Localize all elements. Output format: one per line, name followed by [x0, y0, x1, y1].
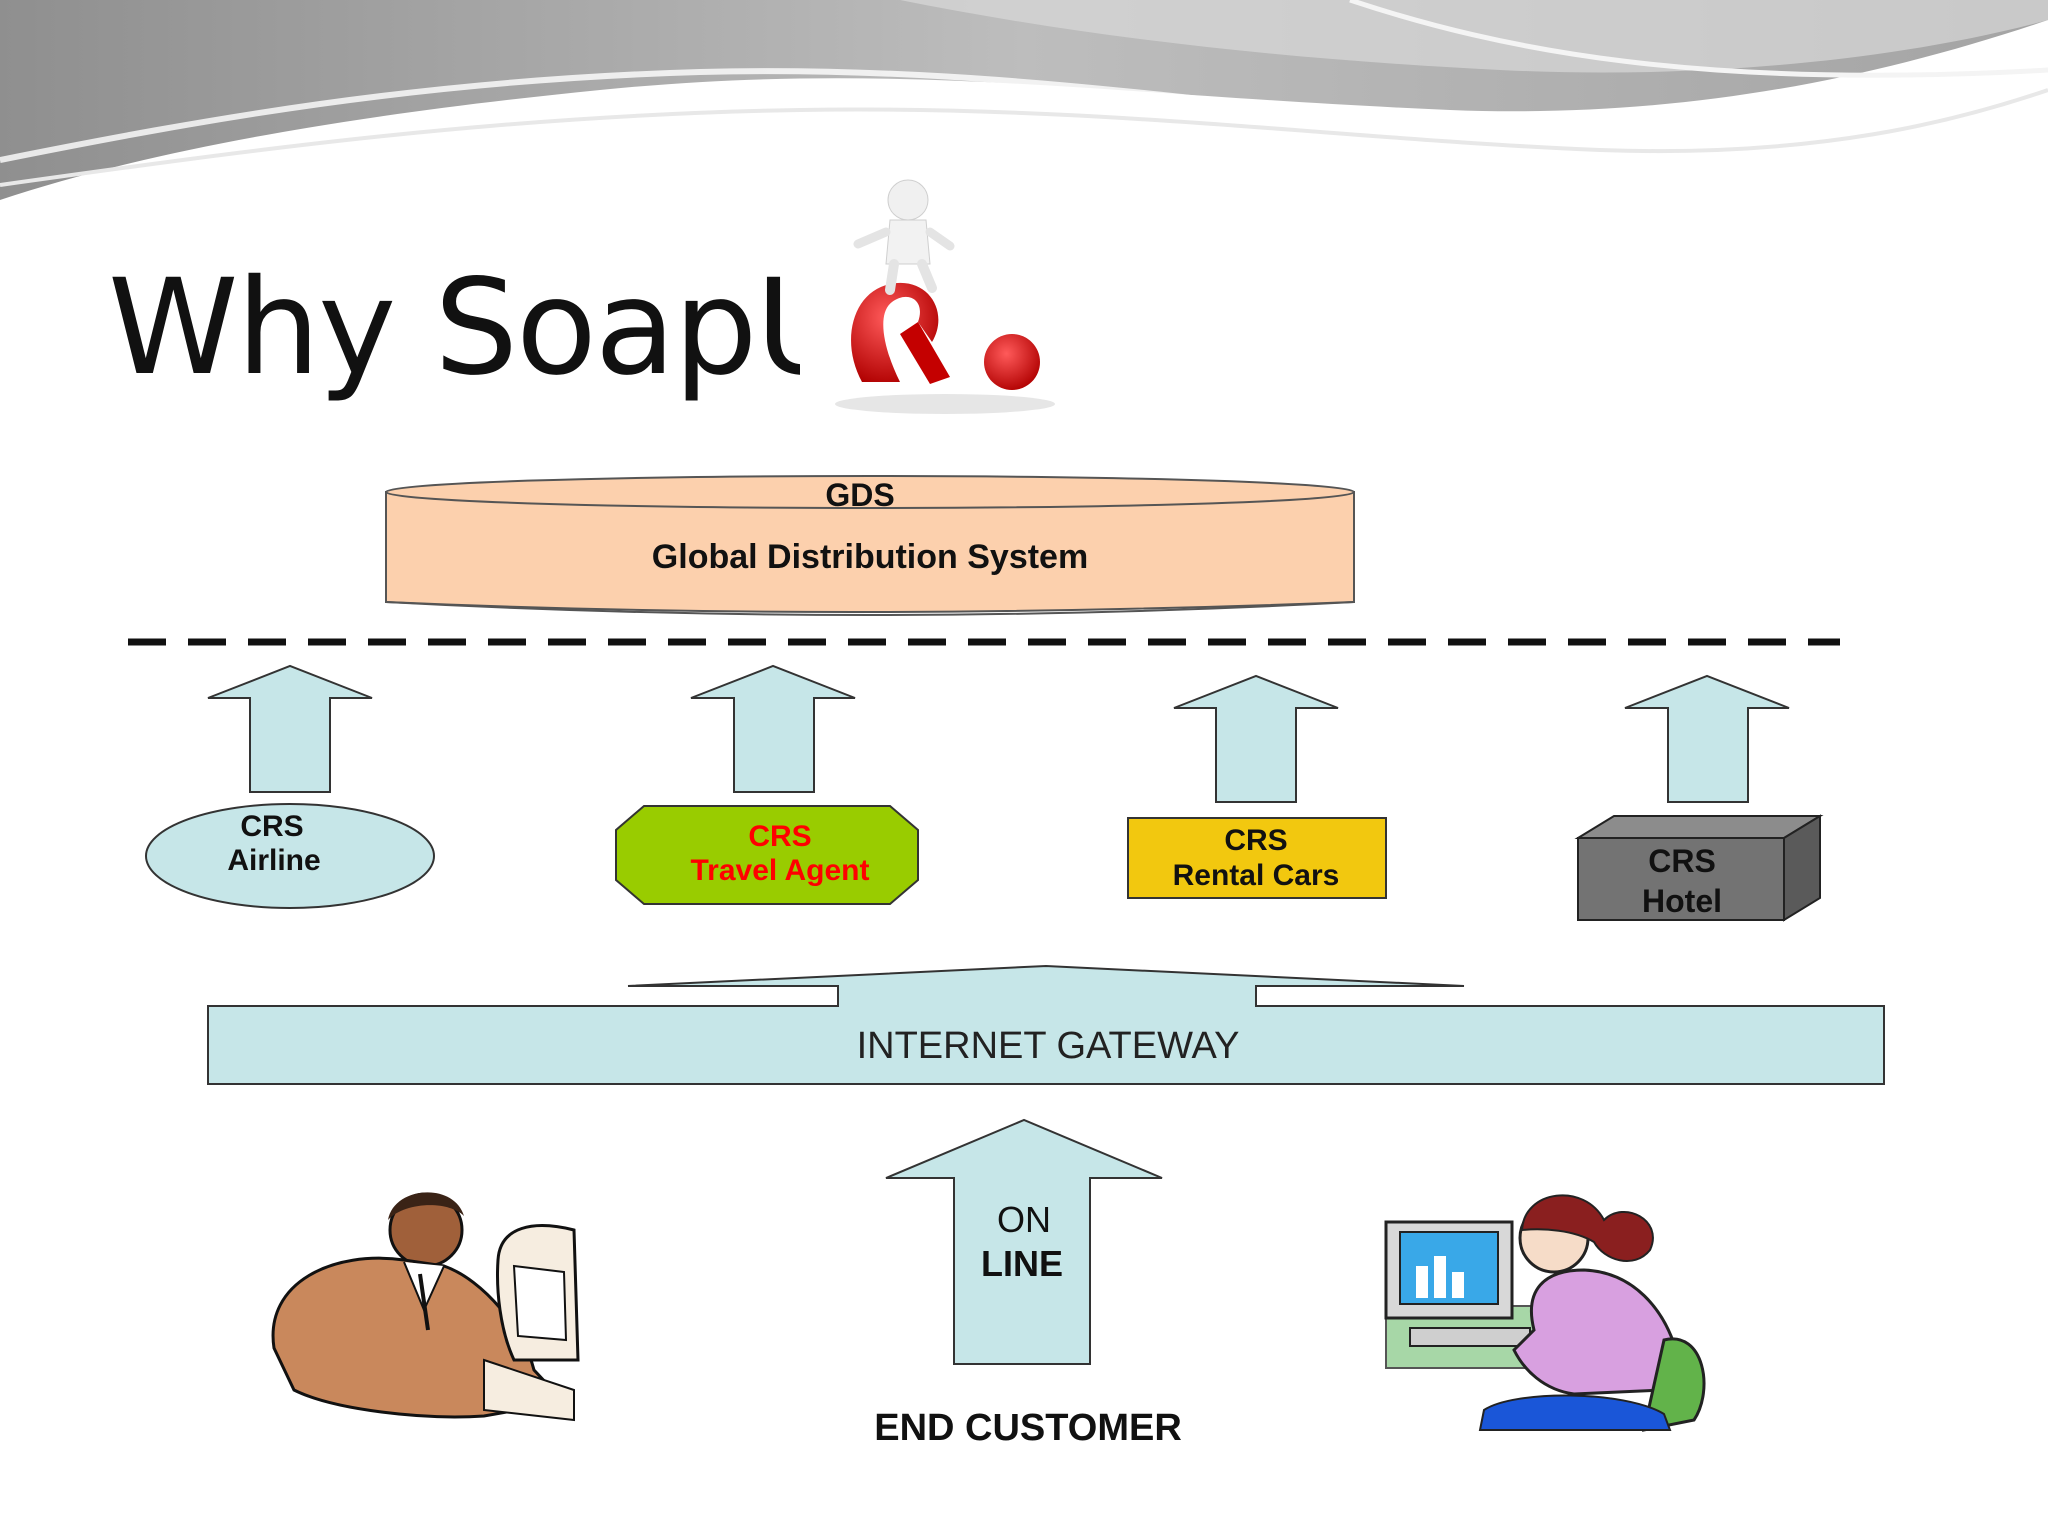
crs-hotel-line1: CRS [1648, 843, 1716, 879]
up-arrow-hotel [1624, 674, 1790, 803]
online-line1: ON [997, 1199, 1051, 1240]
question-mark-with-person-icon [800, 172, 1092, 424]
up-arrow-travel-agent [690, 664, 856, 793]
end-customer-label: END CUSTOMER [874, 1407, 1182, 1449]
crs-rental-cars-node: CRS Rental Cars [1127, 817, 1387, 899]
crs-airline-line1: CRS [240, 810, 303, 843]
gds-abbr: GDS [825, 477, 894, 513]
header-swoosh-decoration [0, 0, 2048, 200]
crs-airline-line2: Airline [227, 844, 320, 877]
crs-travel-agent-line1: CRS [748, 820, 811, 853]
crs-travel-agent-node: CRS Travel Agent [615, 805, 919, 905]
online-line2: LINE [981, 1243, 1063, 1284]
woman-at-computer-icon [1384, 1194, 1706, 1432]
diagram-panel: GDS Global Distribution System CRS [104, 430, 1962, 1482]
crs-hotel-node: CRS Hotel [1574, 814, 1824, 922]
gds-name: Global Distribution System [652, 538, 1088, 576]
internet-gateway-label: INTERNET GATEWAY [857, 1025, 1240, 1067]
crs-hotel-line2: Hotel [1642, 883, 1722, 919]
up-arrow-airline [207, 664, 373, 793]
gds-cylinder: GDS Global Distribution System [385, 475, 1355, 616]
internet-gateway-bar: INTERNET GATEWAY [207, 964, 1885, 1085]
crs-rental-cars-line1: CRS [1224, 824, 1287, 857]
crs-airline-node: CRS Airline [145, 803, 435, 909]
crs-rental-cars-line2: Rental Cars [1173, 859, 1340, 892]
slide-title: Why SoapUI [108, 251, 889, 405]
up-arrow-rental-cars [1173, 674, 1339, 803]
online-up-arrow: ON LINE [885, 1118, 1163, 1365]
crs-travel-agent-line2: Travel Agent [691, 854, 870, 887]
man-at-computer-icon [271, 1192, 580, 1422]
architecture-diagram: GDS Global Distribution System CRS [128, 475, 1885, 1449]
